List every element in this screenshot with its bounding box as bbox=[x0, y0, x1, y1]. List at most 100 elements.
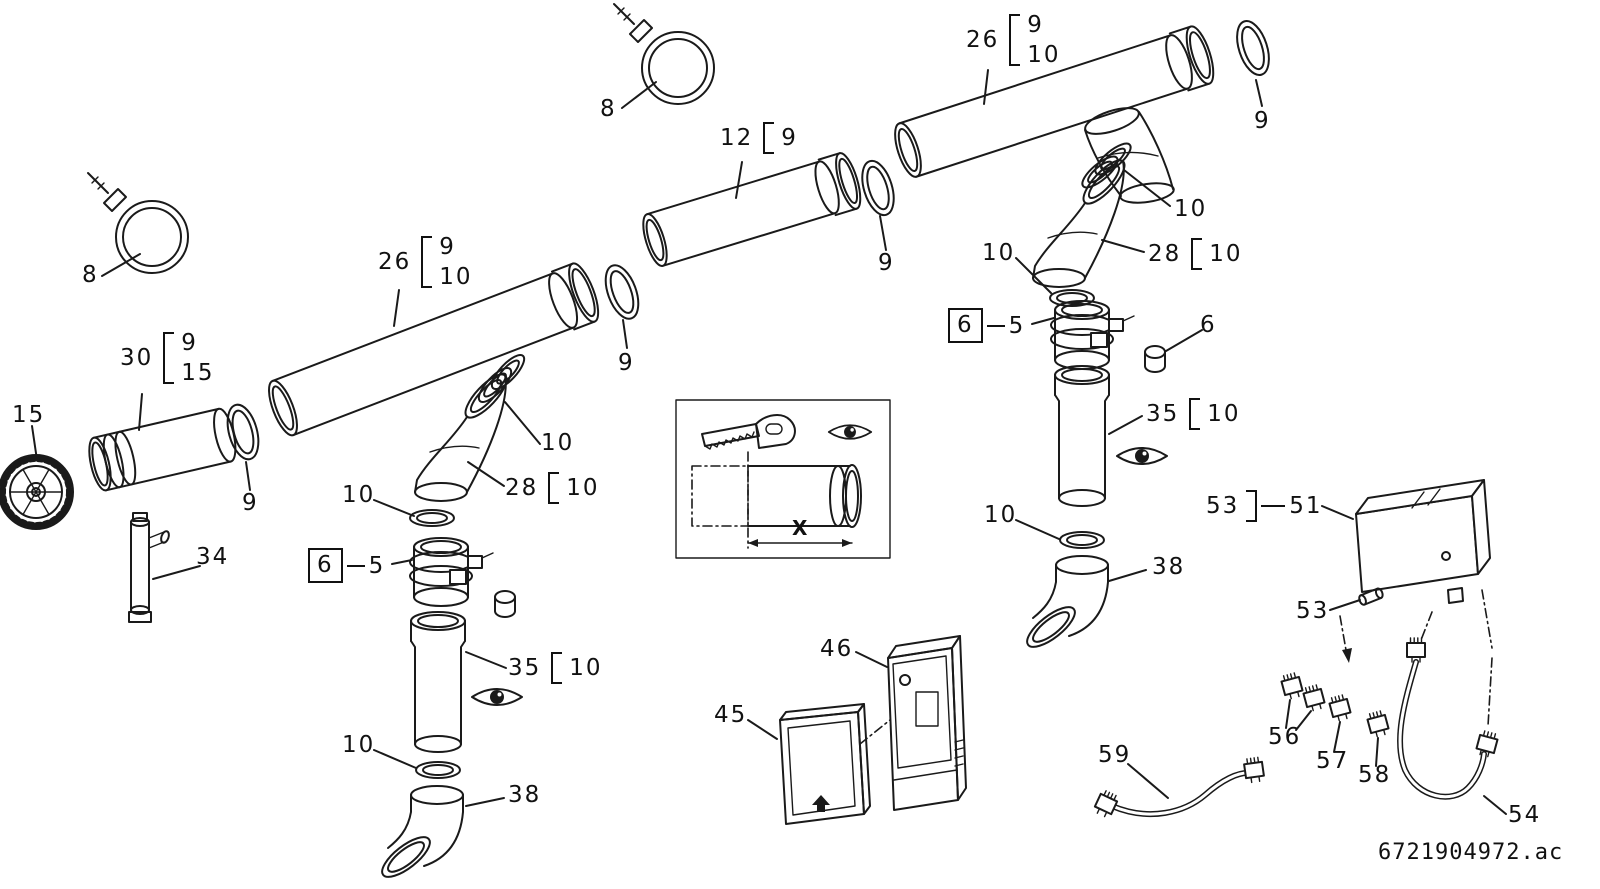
cable-connector bbox=[1474, 729, 1500, 759]
included-part-number: 10 bbox=[566, 475, 600, 501]
callout-rings10-left: 10 bbox=[541, 430, 574, 456]
control-module bbox=[1355, 479, 1491, 604]
callout-gasket9-left: 9 bbox=[618, 350, 635, 376]
part-number: 26 bbox=[378, 249, 412, 275]
included-part-number: 9 bbox=[781, 125, 798, 151]
includes-bracket bbox=[548, 472, 560, 504]
part-number: 9 bbox=[1254, 108, 1271, 134]
callout-rings10-right: 10 bbox=[1174, 196, 1207, 222]
callout-pin53: 53 bbox=[1296, 598, 1329, 624]
included-part-number: 10 bbox=[1207, 401, 1241, 427]
part-number: 5 bbox=[1008, 312, 1026, 339]
part-number: 5 bbox=[368, 552, 386, 579]
cutting-inset bbox=[675, 399, 891, 559]
includes-bracket bbox=[163, 332, 175, 384]
terminal-pipe bbox=[88, 407, 237, 492]
part-number: 28 bbox=[1148, 241, 1182, 267]
part-number: 46 bbox=[820, 636, 854, 662]
part-number: 10 bbox=[342, 482, 376, 508]
part-number: 53 bbox=[1206, 493, 1240, 519]
elbow-90 bbox=[375, 785, 464, 885]
elbow-45 bbox=[1032, 153, 1132, 288]
seal-ring bbox=[486, 349, 530, 395]
callout-pipe26-right: 26 9 10 bbox=[966, 12, 1061, 68]
plug-connector bbox=[1279, 671, 1305, 701]
callout-gasket10-left-bottom: 10 bbox=[342, 732, 375, 758]
gasket-ring bbox=[598, 259, 646, 325]
inspection-eye-icon bbox=[827, 424, 873, 440]
callout-elbow28-right: 28 10 bbox=[1148, 238, 1243, 270]
drain-pipe bbox=[128, 512, 170, 623]
cable-connector bbox=[1406, 637, 1426, 663]
link-dash bbox=[346, 564, 365, 567]
part-number: 8 bbox=[82, 262, 99, 288]
part-number: 10 bbox=[342, 732, 376, 758]
part-number: 30 bbox=[120, 345, 154, 371]
part-number: 9 bbox=[878, 250, 895, 276]
control-box bbox=[887, 635, 967, 811]
part-number: 10 bbox=[541, 430, 575, 456]
clamp-collar bbox=[409, 537, 494, 607]
flue-pipe-26-right bbox=[894, 25, 1215, 178]
part-number: 53 bbox=[1296, 598, 1330, 624]
callout-drain34: 34 bbox=[196, 544, 229, 570]
plug-connector bbox=[1365, 709, 1391, 739]
includes-bracket bbox=[551, 652, 563, 684]
link-dash bbox=[986, 324, 1005, 327]
assembly-links bbox=[859, 589, 1493, 745]
callout-cable59: 59 bbox=[1098, 742, 1131, 768]
terminal-grille bbox=[0, 454, 74, 530]
part-number: 9 bbox=[618, 350, 635, 376]
callout-pipe12: 12 9 bbox=[720, 122, 798, 154]
includes-bracket bbox=[1191, 238, 1203, 270]
callout-connector58: 58 bbox=[1358, 762, 1391, 788]
callout-pipe26-left: 26 9 10 bbox=[378, 234, 473, 290]
callout-elbow38-right: 38 bbox=[1152, 554, 1185, 580]
part-number: 38 bbox=[1152, 554, 1186, 580]
callout-pipe35-left: 35 10 bbox=[508, 652, 603, 684]
callout-connector56: 56 bbox=[1268, 724, 1301, 750]
part-number: 6 bbox=[1200, 312, 1217, 338]
cable-connector bbox=[1091, 788, 1121, 820]
inspection-eye-icon bbox=[471, 688, 523, 706]
plug-connector bbox=[1301, 683, 1327, 713]
part-number: 51 bbox=[1289, 493, 1323, 519]
part-number: 54 bbox=[1508, 802, 1542, 828]
gasket-ring bbox=[415, 761, 461, 779]
included-part-number: 9 bbox=[1027, 12, 1044, 38]
callout-elbow28-left: 28 10 bbox=[505, 472, 600, 504]
gasket-ring bbox=[221, 400, 265, 464]
includes-bracket bbox=[1189, 398, 1201, 430]
callout-terminal-pipe30: 30 9 15 bbox=[120, 330, 215, 386]
part-number: 38 bbox=[508, 782, 542, 808]
part-number: 28 bbox=[505, 475, 539, 501]
includes-bracket bbox=[1246, 490, 1258, 522]
flue-pipe-26-left bbox=[268, 262, 600, 437]
part-number: 34 bbox=[196, 544, 230, 570]
gasket-ring bbox=[409, 509, 455, 527]
callout-gasket10-right-bottom: 10 bbox=[984, 502, 1017, 528]
inspection-eye-icon bbox=[1116, 447, 1168, 465]
gasket-ring bbox=[855, 156, 901, 220]
callout-panel45: 45 bbox=[714, 702, 747, 728]
callout-pipe35-right: 35 10 bbox=[1146, 398, 1241, 430]
callout-gasket10-left-top: 10 bbox=[342, 482, 375, 508]
included-part-number: 9 bbox=[181, 330, 198, 356]
gasket-ring bbox=[1230, 16, 1276, 80]
callout-cable54: 54 bbox=[1508, 802, 1541, 828]
part-number: 10 bbox=[1174, 196, 1208, 222]
dimension-text: X bbox=[792, 516, 808, 540]
callout-clamp-top-left: 8 bbox=[82, 262, 99, 288]
part-number: 57 bbox=[1316, 748, 1350, 774]
part-number: 9 bbox=[242, 490, 259, 516]
callout-gasket9-top-right: 9 bbox=[1254, 108, 1271, 134]
boxed-part-number: 6 bbox=[948, 308, 983, 344]
callout-gasket9-middle: 9 bbox=[878, 250, 895, 276]
link-dash bbox=[1261, 505, 1286, 507]
plug-connector bbox=[1327, 693, 1353, 723]
callout-collar-right: 6 5 bbox=[948, 308, 1026, 344]
pipe-clamp-icon bbox=[87, 172, 189, 274]
part-number: 35 bbox=[508, 655, 542, 681]
